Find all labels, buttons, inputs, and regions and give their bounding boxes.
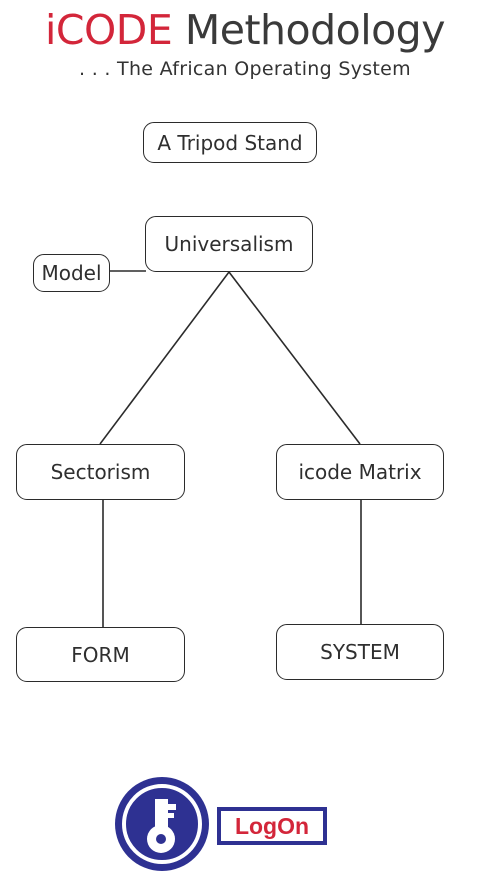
title-accent: iCODE — [45, 6, 173, 54]
node-form: FORM — [16, 627, 185, 682]
node-universalism: Universalism — [145, 216, 313, 272]
node-sectorism: Sectorism — [16, 444, 185, 500]
logon-button[interactable]: LogOn — [112, 774, 332, 874]
connector-universalism-matrix — [228, 271, 361, 445]
key-icon — [115, 777, 209, 871]
node-icode-matrix: icode Matrix — [276, 444, 444, 500]
node-model: Model — [33, 254, 110, 292]
logon-label[interactable]: LogOn — [217, 807, 327, 845]
page-title: iCODE Methodology — [0, 4, 490, 56]
node-system: SYSTEM — [276, 624, 444, 680]
connector-universalism-sectorism — [99, 271, 230, 445]
title-rest: Methodology — [184, 6, 446, 54]
node-tripod-stand: A Tripod Stand — [143, 122, 317, 163]
page-subtitle: . . . The African Operating System — [79, 58, 411, 80]
